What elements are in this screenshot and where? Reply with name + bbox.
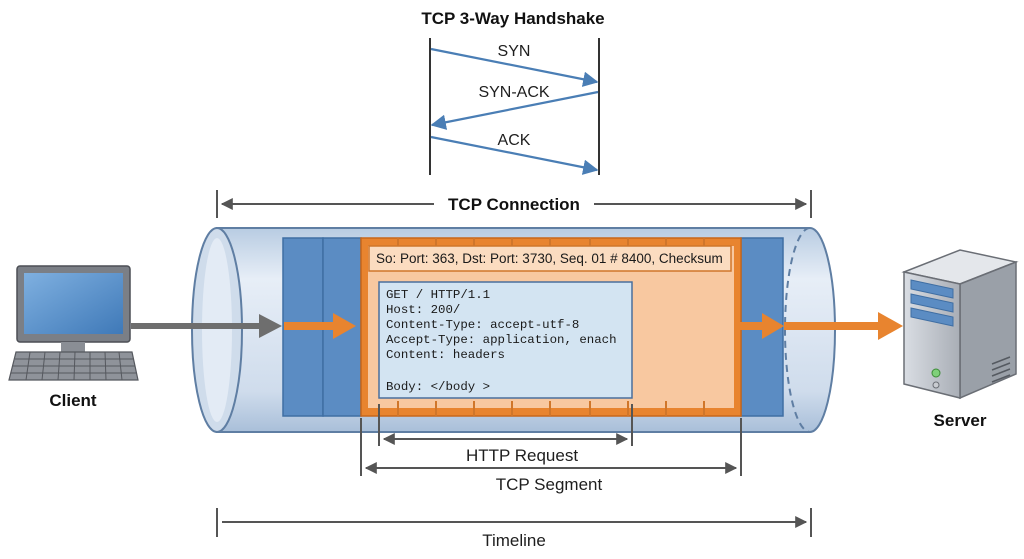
drive-bay-3 — [910, 307, 954, 327]
client-computer-icon: Client — [8, 265, 139, 410]
http-request-dimension: HTTP Request — [378, 404, 633, 465]
ack-arrow — [430, 135, 599, 175]
syn-ack-label: SYN-ACK — [478, 84, 549, 101]
drive-bay-2 — [910, 293, 954, 313]
http-line-5: Content: headers — [386, 348, 505, 362]
monitor-screen — [24, 273, 123, 334]
tcp-header-text: So: Port: 363, Dst: Port: 3730, Seq. 01 … — [376, 251, 723, 266]
http-line-4: Accept-Type: application, enach — [386, 333, 617, 347]
http-line-2: Host: 200/ — [386, 303, 460, 317]
drive-bay-1 — [910, 279, 954, 299]
flow-arrows — [131, 312, 903, 340]
tcp-connection-dimension: TCP Connection — [216, 190, 812, 218]
syn-arrow — [430, 47, 599, 87]
http-request-label: HTTP Request — [466, 446, 578, 465]
timeline-dimension: Timeline — [216, 508, 812, 550]
segment-bottom-ticks — [397, 401, 705, 416]
http-line-3: Content-Type: accept-utf-8 — [386, 318, 579, 332]
tcp-connection-label: TCP Connection — [448, 195, 580, 214]
tcp-header-box — [368, 245, 732, 272]
timeline-label: Timeline — [482, 531, 546, 550]
power-button — [932, 381, 940, 389]
monitor-stand — [61, 342, 85, 352]
power-led — [931, 368, 941, 378]
server-vents — [991, 356, 1011, 383]
segment-top-ticks — [397, 238, 705, 246]
tcp-segment: So: Port: 363, Dst: Port: 3730, Seq. 01 … — [360, 237, 742, 417]
server-tower-icon: Server — [901, 249, 1019, 430]
handshake-title: TCP 3-Way Handshake — [421, 9, 604, 28]
tcp-segment-label: TCP Segment — [496, 475, 603, 494]
exit-orange-arrow-1-shaft — [736, 322, 764, 330]
http-request-box — [378, 281, 633, 399]
server-label: Server — [934, 411, 987, 430]
tube-left-inner — [202, 238, 232, 422]
server-orange-arrow-head — [878, 312, 903, 340]
client-gray-arrow-head — [259, 314, 282, 338]
tcp-segment-dimension: TCP Segment — [360, 418, 742, 494]
http-line-1: GET / HTTP/1.1 — [386, 288, 490, 302]
handshake-diagram: TCP 3-Way Handshake SYN SYN-ACK ACK — [421, 9, 605, 175]
server-side — [959, 260, 1017, 400]
exit-orange-arrow-1-head — [762, 313, 784, 339]
entry-orange-arrow-head — [333, 313, 356, 339]
client-label: Client — [49, 391, 97, 410]
client-gray-arrow-shaft — [131, 323, 261, 329]
syn-ack-arrow — [430, 90, 599, 130]
syn-label: SYN — [498, 43, 531, 60]
http-line-7: Body: </body > — [386, 380, 490, 394]
ack-label: ACK — [498, 132, 531, 149]
server-orange-arrow-shaft — [784, 322, 880, 330]
entry-orange-arrow-shaft — [284, 322, 334, 330]
